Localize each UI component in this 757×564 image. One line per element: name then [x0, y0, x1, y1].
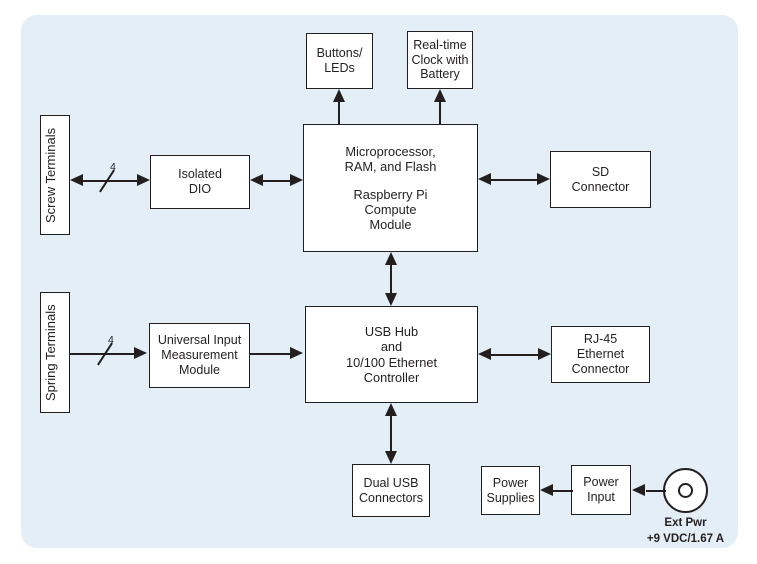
buttons-leds-line1: Buttons/ — [316, 46, 363, 61]
link-uim-to-usbhub — [250, 353, 292, 355]
universal-input-line2: Measurement — [161, 348, 238, 363]
node-rj45-ethernet-connector: RJ-45 Ethernet Connector — [551, 326, 650, 383]
sd-connector-line1: SD — [591, 164, 610, 179]
power-supplies-line2: Supplies — [486, 490, 535, 505]
node-real-time-clock: Real-time Clock with Battery — [407, 31, 473, 89]
link-dio-to-cpu-arrow-left — [250, 174, 263, 186]
node-cpu-module: Microprocessor, RAM, and Flash Raspberry… — [303, 124, 478, 252]
link-extpower-to-powerinput-arrow-left — [632, 484, 645, 496]
rtc-line2: Clock with — [411, 52, 469, 67]
link-cpu-to-usbhub-arrow-up — [385, 252, 397, 265]
node-power-supplies: Power Supplies — [481, 466, 540, 515]
node-isolated-dio: Isolated DIO — [150, 155, 250, 209]
isolated-dio-line1: Isolated — [178, 167, 222, 182]
link-uim-to-usbhub-arrow-right — [290, 347, 303, 359]
universal-input-line3: Module — [179, 362, 220, 377]
link-screw-to-dio-arrow-right — [137, 174, 150, 186]
power-input-line1: Power — [583, 475, 619, 490]
link-powerinput-to-supplies — [553, 490, 573, 492]
usb-hub-line3: 10/100 Ethernet — [345, 354, 438, 370]
link-cpu-to-sd-arrow-left — [478, 173, 491, 185]
link-screw-to-dio-arrow-left — [70, 174, 83, 186]
sd-connector-line2: Connector — [571, 179, 630, 194]
link-usbhub-to-dualusb-arrow-up — [385, 403, 397, 416]
link-spring-to-uim-arrow-right — [134, 347, 147, 359]
link-usbhub-to-rj45-arrow-right — [538, 348, 551, 360]
link-cpu-to-rtc-arrow-up — [434, 89, 446, 102]
node-sd-connector: SD Connector — [550, 151, 651, 208]
link-usbhub-to-dualusb — [390, 416, 392, 452]
usb-hub-line1: USB Hub — [364, 324, 419, 340]
link-cpu-to-sd-arrow-right — [537, 173, 550, 185]
link-dio-to-cpu-arrow-right — [290, 174, 303, 186]
universal-input-line1: Universal Input — [157, 333, 242, 348]
link-usbhub-to-rj45 — [491, 354, 539, 356]
link-screw-to-dio — [83, 180, 143, 182]
cpu-line3: Raspberry Pi — [353, 186, 428, 202]
node-spring-terminals: Spring Terminals — [40, 292, 70, 413]
link-dio-to-cpu — [263, 180, 293, 182]
dual-usb-line2: Connectors — [359, 490, 423, 505]
rj45-line2: Ethernet — [576, 347, 625, 362]
external-power-caption: Ext Pwr +9 VDC/1.67 A — [608, 516, 757, 547]
cpu-line2: RAM, and Flash — [344, 158, 437, 174]
link-cpu-to-buttons — [338, 102, 340, 125]
link-cpu-to-usbhub-arrow-down — [385, 293, 397, 306]
bus-width-spring-label: 4 — [108, 334, 114, 346]
external-power-jack-pin-icon — [678, 483, 693, 498]
spring-terminals-label: Spring Terminals — [43, 304, 58, 401]
link-powerinput-to-supplies-arrow-left — [540, 484, 553, 496]
link-usbhub-to-rj45-arrow-left — [478, 348, 491, 360]
dual-usb-line1: Dual USB — [363, 475, 419, 490]
node-screw-terminals: Screw Terminals — [40, 115, 70, 235]
usb-hub-line2: and — [380, 339, 403, 355]
screw-terminals-label: Screw Terminals — [43, 127, 58, 223]
cpu-text-gap — [307, 174, 474, 187]
link-usbhub-to-dualusb-arrow-down — [385, 451, 397, 464]
power-input-line2: Input — [587, 490, 615, 504]
link-cpu-to-rtc — [439, 102, 441, 125]
ext-power-line2: +9 VDC/1.67 A — [646, 532, 725, 545]
ext-power-line1: Ext Pwr — [664, 517, 707, 529]
link-cpu-to-sd — [491, 179, 538, 181]
rj45-line3: Connector — [571, 361, 630, 376]
node-universal-input-measurement-module: Universal Input Measurement Module — [149, 323, 250, 388]
bus-width-screw-label: 4 — [110, 161, 116, 173]
rtc-line3: Battery — [420, 67, 460, 82]
rtc-line1: Real-time — [413, 37, 467, 52]
link-cpu-to-buttons-arrow-up — [333, 89, 345, 102]
node-dual-usb-connectors: Dual USB Connectors — [352, 464, 430, 517]
rj45-line1: RJ-45 — [583, 332, 618, 347]
buttons-leds-line2: LEDs — [324, 61, 355, 75]
node-power-input: Power Input — [571, 465, 631, 515]
cpu-line4: Compute — [364, 202, 417, 218]
usb-hub-line4: Controller — [363, 369, 420, 385]
diagram-panel — [21, 15, 738, 548]
node-usb-hub-ethernet-controller: USB Hub and 10/100 Ethernet Controller — [305, 306, 478, 403]
power-supplies-line1: Power — [492, 475, 529, 490]
isolated-dio-line2: DIO — [188, 182, 212, 196]
cpu-line5: Module — [369, 217, 412, 233]
link-extpower-to-powerinput — [646, 490, 666, 492]
link-cpu-to-usbhub — [390, 265, 392, 293]
node-buttons-leds: Buttons/ LEDs — [306, 33, 373, 89]
cpu-line1: Microprocessor, — [345, 143, 436, 159]
